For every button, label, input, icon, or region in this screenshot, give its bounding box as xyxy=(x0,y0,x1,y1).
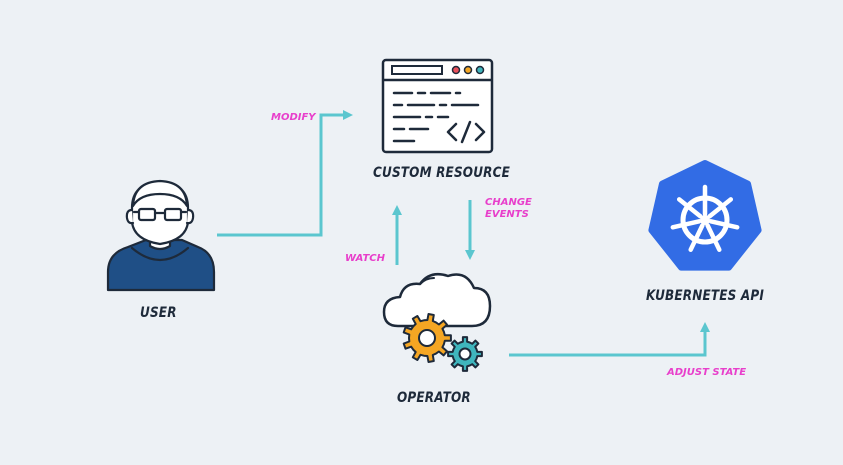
code-window-icon xyxy=(381,58,494,154)
kubernetes-api-label: KUBERNETES API xyxy=(646,288,764,304)
modify-label: MODIFY xyxy=(271,112,316,123)
small-gear-icon xyxy=(447,336,483,372)
large-gear-icon xyxy=(402,313,452,363)
modify-arrow xyxy=(217,110,353,237)
user-label: USER xyxy=(140,305,177,321)
custom-resource-label: CUSTOM RESOURCE xyxy=(373,165,510,181)
change-events-label: CHANGE EVENTS xyxy=(485,197,532,221)
operator-label: OPERATOR xyxy=(397,390,471,406)
kubernetes-logo-icon xyxy=(648,160,762,271)
watch-label: WATCH xyxy=(345,253,385,264)
adjust-state-arrow xyxy=(509,322,710,357)
user-avatar-icon xyxy=(106,179,216,292)
change-events-label-line2: EVENTS xyxy=(485,209,529,220)
cloud-gears-icon xyxy=(382,273,492,372)
change-events-label-line1: CHANGE xyxy=(485,197,532,208)
adjust-state-label: ADJUST STATE xyxy=(667,367,747,378)
